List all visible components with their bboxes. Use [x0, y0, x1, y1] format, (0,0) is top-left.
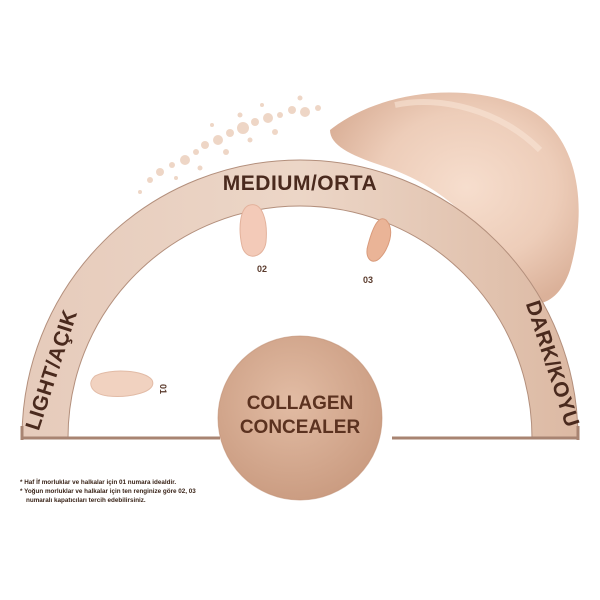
swatch-02-number: 02: [257, 264, 267, 274]
product-title: COLLAGEN CONCEALER: [225, 392, 375, 440]
cream-smear: [330, 92, 579, 304]
powder-crumbs: [138, 95, 321, 194]
product-circle: [218, 336, 382, 500]
swatch-03: 03: [363, 218, 392, 285]
swatch-01: 01: [90, 370, 168, 397]
product-title-line2: CONCEALER: [239, 417, 361, 438]
product-title-line1: COLLAGEN: [246, 393, 354, 414]
swatch-01-number: 01: [158, 384, 168, 394]
usage-notes: * Haf İf morluklar ve halkalar için 01 n…: [20, 478, 320, 505]
label-medium: MEDIUM/ORTA: [223, 172, 377, 195]
swatch-02: 02: [239, 204, 267, 274]
swatch-03-number: 03: [363, 275, 373, 285]
note-line-1: * Haf İf morluklar ve halkalar için 01 n…: [20, 479, 177, 486]
note-line-2: * Yoğun morluklar ve halkalar için ten r…: [20, 488, 196, 495]
note-line-3: numaralı kapatıcıları tercih edebilirsin…: [26, 497, 146, 504]
